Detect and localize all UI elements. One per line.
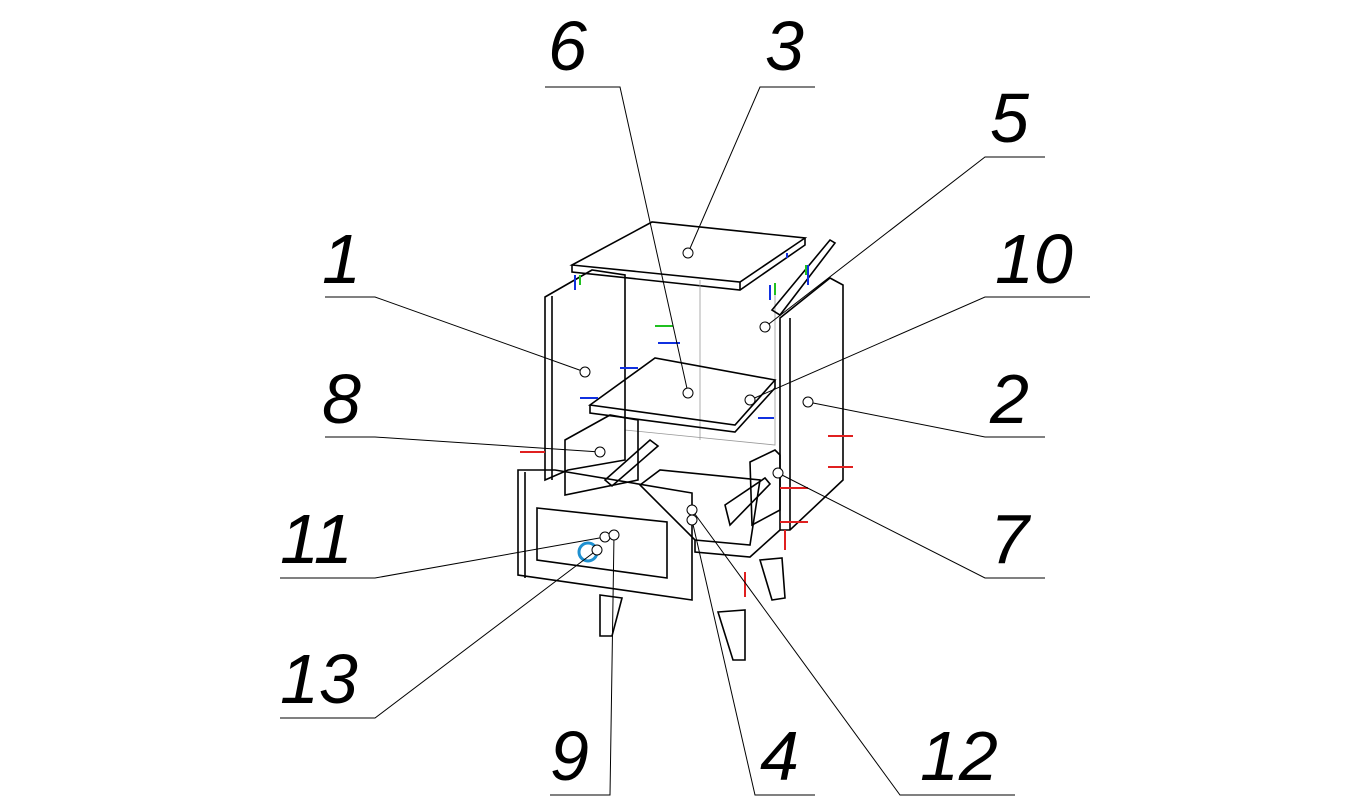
callout-2: 2 <box>989 360 1029 438</box>
callout-1: 1 <box>322 220 361 298</box>
fasteners <box>520 253 853 597</box>
callout-labels: 6 3 5 1 10 8 2 11 7 13 9 4 12 <box>280 7 1073 795</box>
callout-5: 5 <box>990 79 1030 157</box>
drawer-right-side <box>749 449 781 527</box>
leg <box>758 557 786 601</box>
callout-9: 9 <box>550 717 589 795</box>
callout-8: 8 <box>322 360 361 438</box>
callout-13: 13 <box>280 640 358 718</box>
callout-10: 10 <box>995 220 1073 298</box>
drawer-front <box>517 469 693 601</box>
leader-lines <box>280 86 1090 796</box>
callout-3: 3 <box>765 7 804 85</box>
leg <box>716 609 746 661</box>
leg <box>599 594 624 637</box>
callout-7: 7 <box>990 500 1032 578</box>
callout-6: 6 <box>548 7 587 85</box>
callout-4: 4 <box>760 717 799 795</box>
drawer-bottom <box>638 469 761 546</box>
callout-12: 12 <box>920 717 998 795</box>
cabinet-drawing <box>517 221 853 661</box>
left-side-panel <box>544 269 626 482</box>
callout-11: 11 <box>280 500 353 578</box>
